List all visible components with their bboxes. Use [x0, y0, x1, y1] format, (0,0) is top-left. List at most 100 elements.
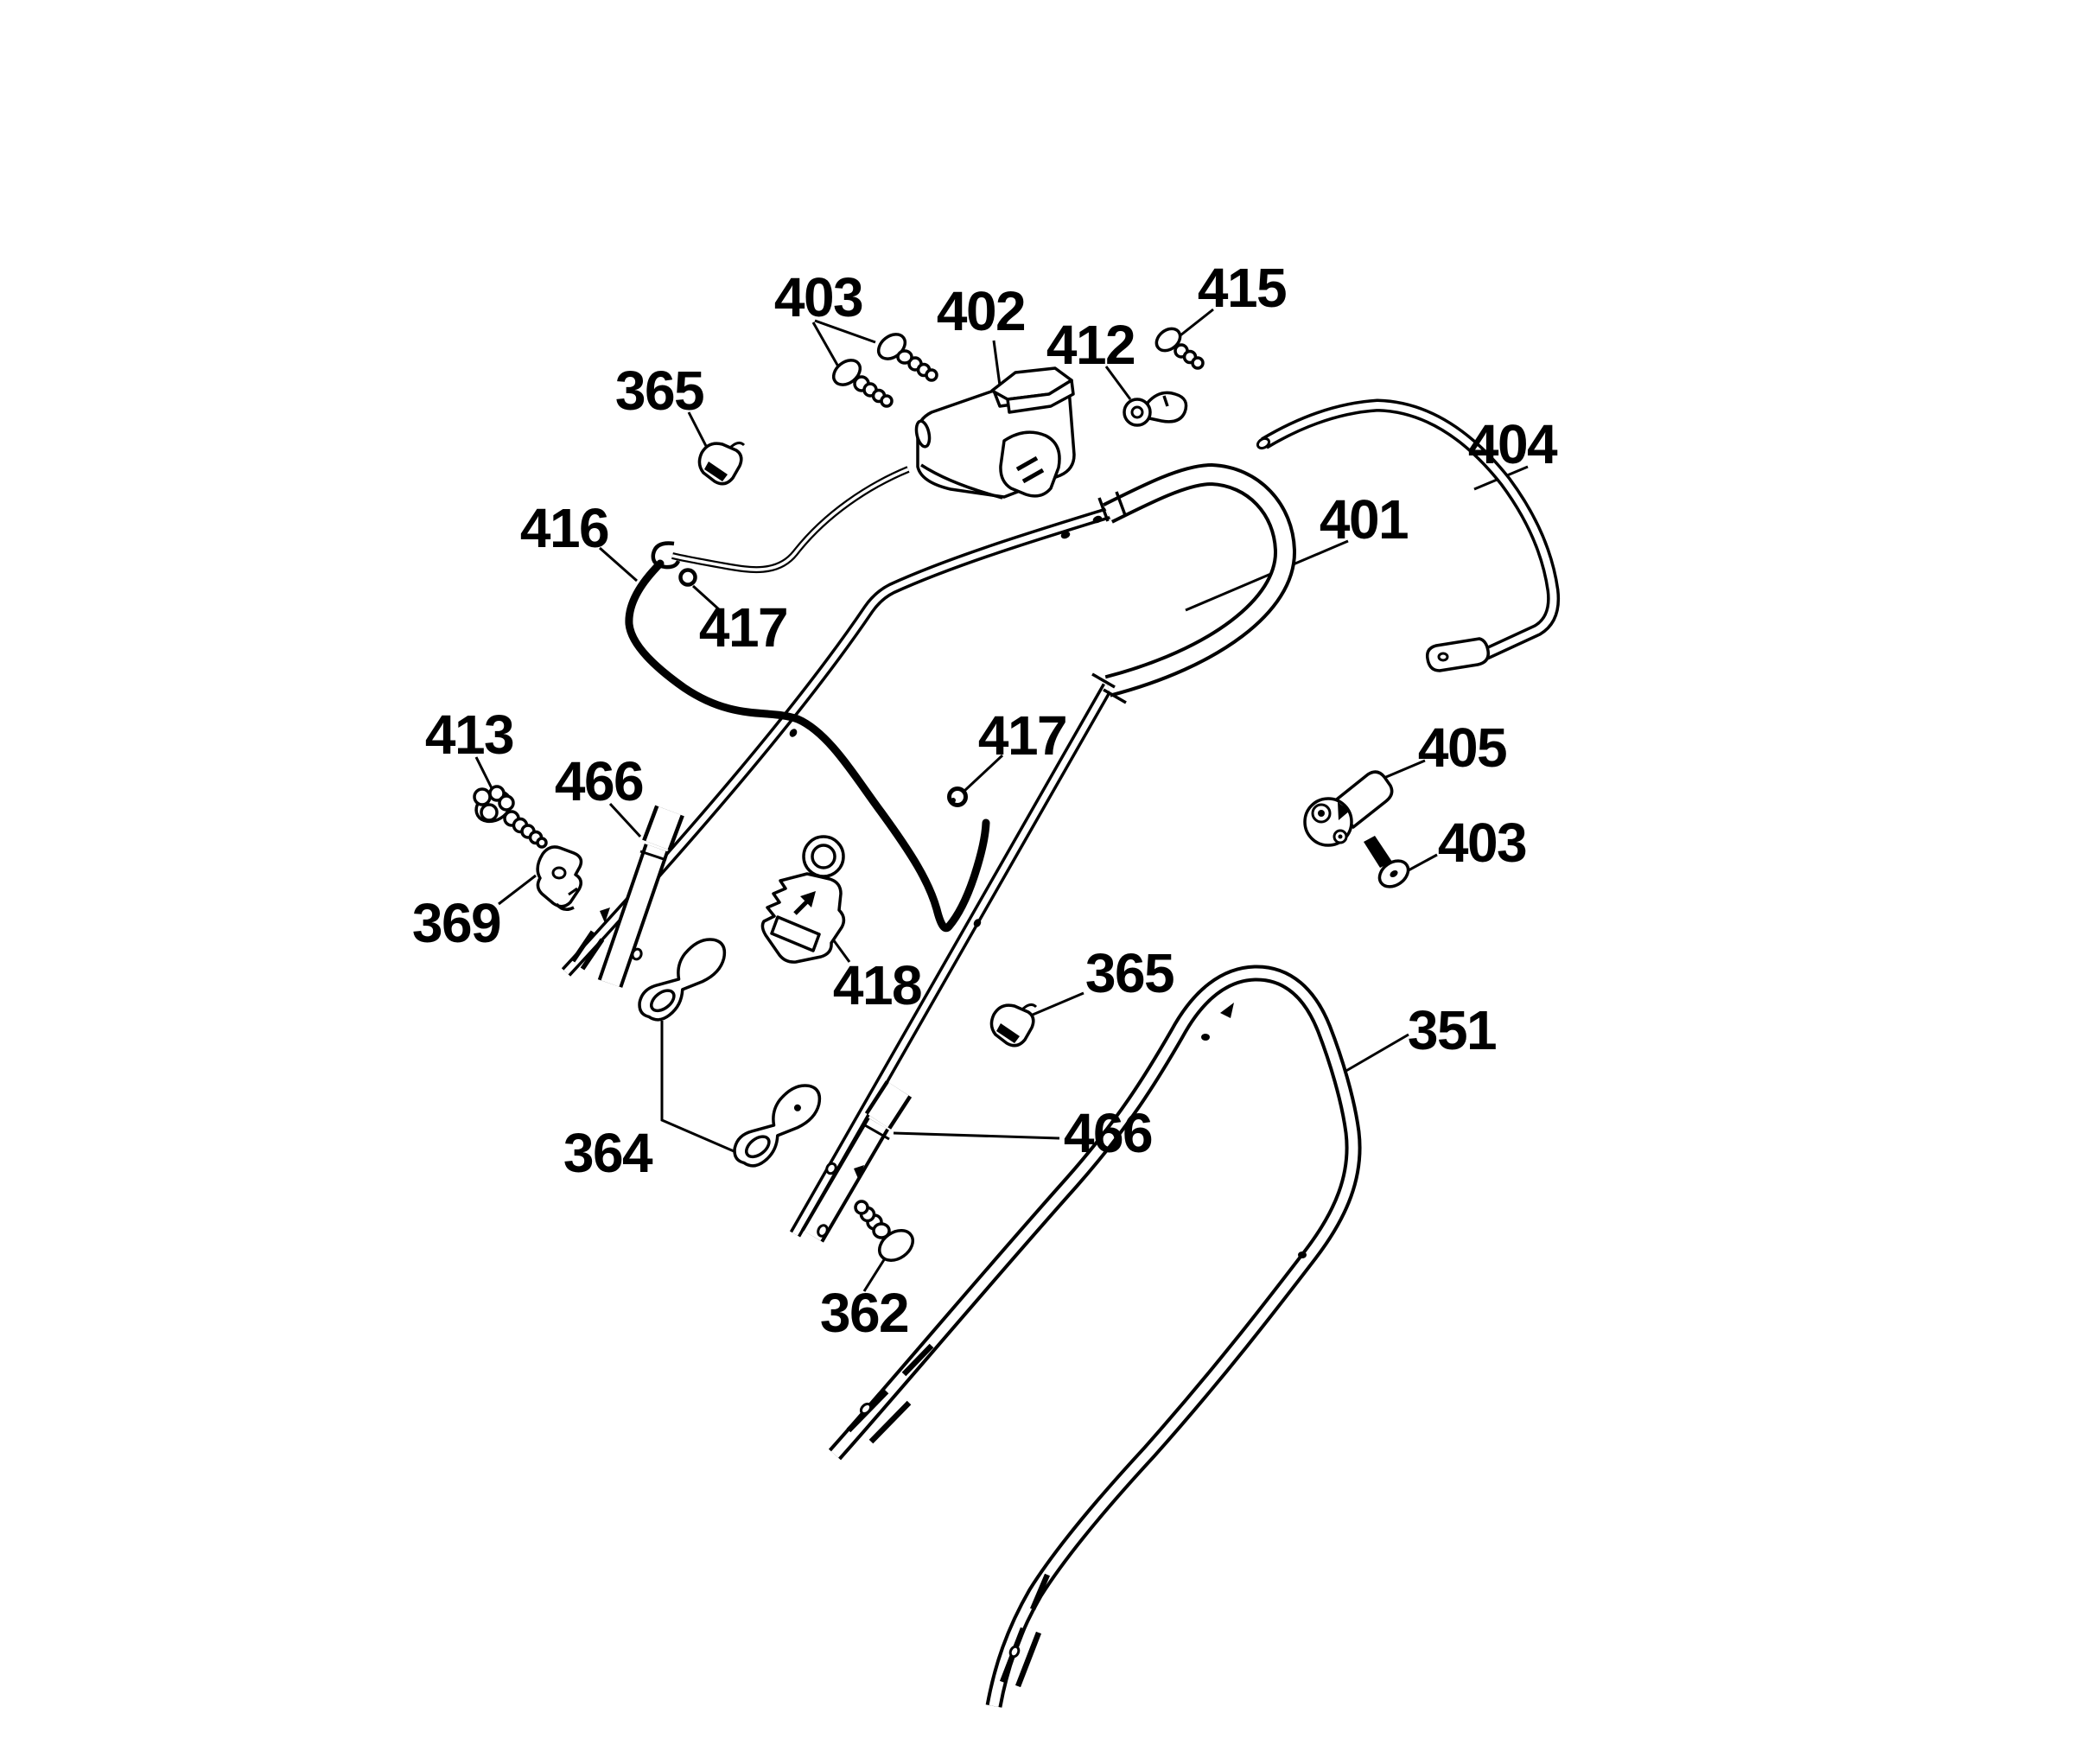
screw-415: [1154, 327, 1205, 370]
leader-403-right: [1406, 853, 1438, 873]
upper-handle-joint-marks: [1091, 491, 1127, 704]
upper-handle-right-leg-inner: [792, 685, 1111, 1236]
lower-handle-hole-right: [1298, 1251, 1307, 1258]
upper-handle-hole-4: [973, 919, 982, 927]
clamp-369: [536, 845, 583, 911]
part-label-417-b: 417: [977, 704, 1068, 767]
clamp-ear: [1022, 1003, 1038, 1010]
part-label-351: 351: [1407, 999, 1498, 1061]
part-label-402: 402: [936, 280, 1027, 342]
upper-handle-grip-inner: [1104, 467, 1294, 694]
switch-housing-402: [914, 366, 1076, 500]
upper-handle-hole-5: [825, 1162, 837, 1175]
bracket-wedge: [1338, 802, 1350, 820]
leader-412: [1104, 366, 1132, 400]
cable-upper-section-inner: [671, 468, 909, 571]
lower-handle-tube-inner: [830, 968, 1358, 1707]
upper-handle-hole-3: [789, 729, 798, 737]
part-label-403-top: 403: [773, 266, 864, 328]
screw-pair-403: [831, 333, 938, 408]
guide-rod-404: [1256, 398, 1561, 672]
part-label-466-upper: 466: [554, 750, 645, 812]
sleeve-tube-466-lower: [801, 1080, 913, 1243]
part-label-365-top: 365: [614, 360, 705, 422]
switch-flap-hatches: [1015, 455, 1045, 484]
leader-362: [862, 1258, 887, 1292]
rod-tube-inner: [1262, 402, 1557, 659]
part-label-369: 369: [411, 892, 502, 954]
part-label-413: 413: [424, 704, 515, 766]
switch-button-front: [1006, 379, 1075, 414]
leader-lines: [474, 308, 1529, 1292]
pivot-bracket-405: [1303, 770, 1394, 847]
sleeve-joint-line: [639, 850, 667, 862]
knob-screw-362: [854, 1200, 914, 1262]
clip-slot: [770, 915, 821, 952]
grommet-417-a: [678, 568, 697, 587]
part-label-365-mid: 365: [1084, 942, 1175, 1004]
lower-handle-351: [828, 965, 1362, 1708]
lower-handle-left-tip-hole: [859, 1402, 873, 1416]
switch-side-boss: [914, 419, 932, 449]
clip-body: [760, 872, 846, 964]
lever-ring-hole: [1130, 405, 1144, 419]
part-label-403-right: 403: [1437, 812, 1528, 874]
wing-lever-364-b: [733, 1084, 822, 1168]
leader-365-mid: [1026, 991, 1084, 1019]
upper-handle-left-end-slots: [570, 930, 605, 971]
leader-417-a: [691, 584, 722, 612]
rod-tab-hole: [1437, 652, 1449, 662]
part-label-364: 364: [563, 1122, 653, 1184]
wing-lever-364-a: [638, 938, 727, 1022]
leader-416: [599, 546, 638, 583]
cable-416: [625, 466, 990, 933]
part-label-416: 416: [519, 497, 610, 559]
clip-arrow-head: [800, 891, 816, 907]
cable-clip-418: [760, 835, 846, 964]
cable-clamp-365-top: [697, 441, 746, 486]
switch-bottom-line: [920, 463, 1003, 500]
lower-handle-hole-left: [1201, 1034, 1210, 1041]
lower-handle-tube: [828, 965, 1362, 1708]
cable-clamp-365-mid: [989, 1003, 1038, 1048]
leader-466-upper: [608, 802, 642, 838]
leader-364: [660, 1021, 753, 1161]
part-label-418: 418: [832, 954, 923, 1016]
upper-handle-hole-1: [1060, 531, 1071, 539]
lever-notch: [1162, 395, 1169, 407]
sleeve-hole: [817, 1224, 829, 1238]
flat-screw-403-right: [1364, 836, 1410, 888]
rod-open-end: [1256, 436, 1271, 450]
rod-flat-tab: [1425, 637, 1490, 672]
cable-upper-section: [671, 466, 910, 574]
part-label-417-a: 417: [698, 596, 789, 659]
part-label-362: 362: [819, 1282, 910, 1344]
part-label-415: 415: [1197, 257, 1288, 319]
grommet-417-b: [947, 786, 968, 807]
upper-handle-left-leg-inner: [563, 508, 1115, 975]
knob-screw-head: [878, 1229, 914, 1262]
leader-466-lower: [893, 1131, 1060, 1140]
clamp-ear: [730, 441, 746, 449]
screw-403-b: [831, 359, 894, 408]
cam-lever-412: [1123, 391, 1188, 427]
sleeve-hole: [631, 947, 643, 961]
clip-ring-inner: [811, 844, 836, 869]
part-label-412: 412: [1046, 314, 1136, 376]
lever-arm: [1146, 391, 1188, 423]
cable-lower-section: [625, 559, 990, 933]
upper-handle-hole-2: [1092, 515, 1103, 524]
leader-405: [1379, 759, 1426, 781]
leader-417-b: [962, 754, 1004, 793]
sleeve-tube-466-upper: [597, 805, 684, 988]
leader-351: [1344, 1033, 1409, 1073]
lower-handle-apex-notch: [1220, 1003, 1234, 1018]
leader-403-top-b: [811, 322, 840, 367]
part-label-466-lower: 466: [1063, 1102, 1154, 1164]
leader-365-top: [687, 411, 708, 447]
lower-handle-right-tip-hole: [1008, 1645, 1021, 1659]
sleeve-joint-line: [864, 1124, 890, 1141]
leader-415: [1180, 308, 1214, 337]
